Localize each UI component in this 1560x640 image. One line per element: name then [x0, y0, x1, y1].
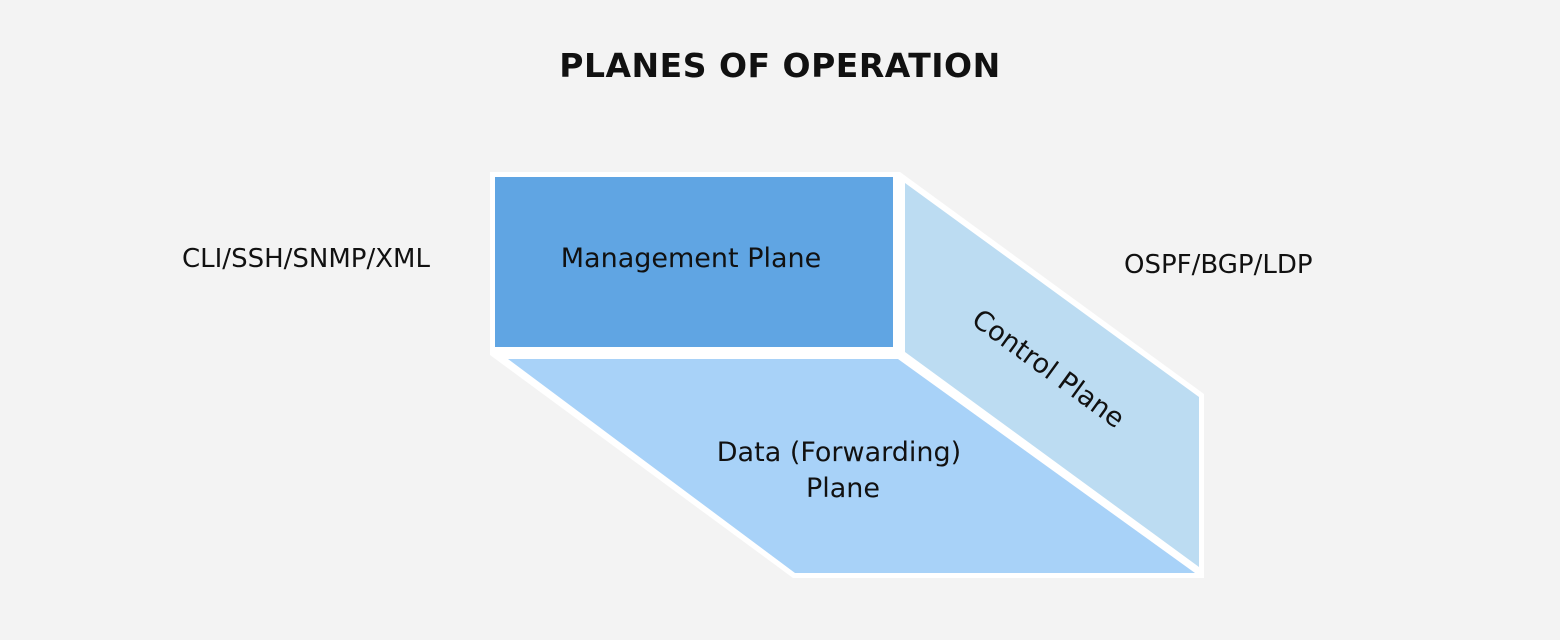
data-plane-label-line1: Data (Forwarding)	[717, 437, 961, 468]
management-plane-label: Management Plane	[561, 243, 822, 274]
data-plane	[508, 359, 1195, 573]
control-plane	[905, 183, 1199, 567]
data-plane-label-line2: Plane	[806, 473, 880, 504]
management-plane	[495, 177, 893, 347]
management-protocols-label: CLI/SSH/SNMP/XML	[182, 244, 430, 274]
control-protocols-label: OSPF/BGP/LDP	[1124, 250, 1313, 280]
diagram-title: PLANES OF OPERATION	[559, 46, 1001, 85]
